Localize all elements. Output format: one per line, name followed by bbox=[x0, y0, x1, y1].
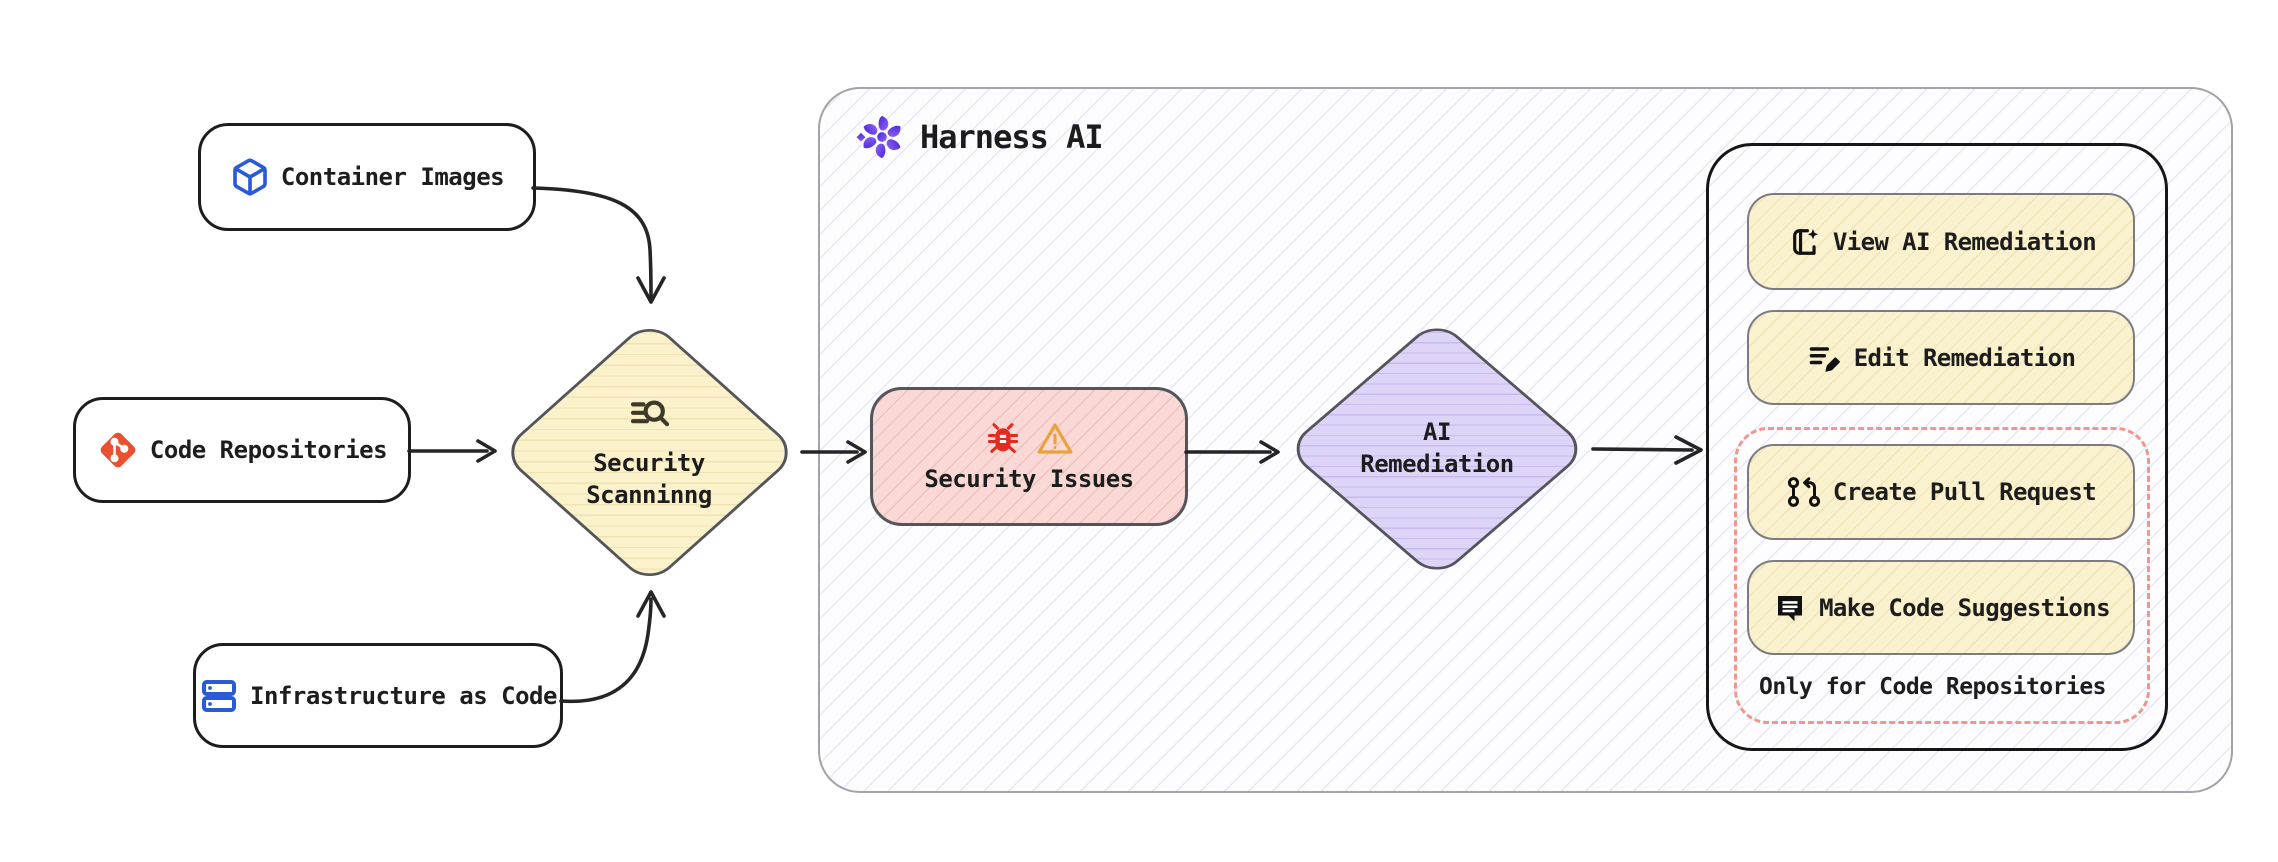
harness-ai-title: Harness AI bbox=[920, 118, 1104, 156]
warning-icon bbox=[1036, 420, 1074, 458]
node-code-repositories: Code Repositories bbox=[73, 397, 411, 503]
node-label: Security Issues bbox=[924, 465, 1134, 493]
remediation-actions-panel: View AI Remediation Edit Remediation bbox=[1706, 143, 2168, 751]
label-line: Scanninng bbox=[586, 481, 712, 509]
git-icon bbox=[97, 429, 139, 471]
view-ai-remediation-button: View AI Remediation bbox=[1747, 193, 2135, 290]
create-pull-request-button: Create Pull Request bbox=[1747, 444, 2135, 540]
harness-ai-icon bbox=[856, 111, 908, 163]
node-ai-remediation: AI Remediation bbox=[1284, 317, 1590, 580]
action-label: View AI Remediation bbox=[1832, 227, 2097, 256]
make-code-suggestions-button: Make Code Suggestions bbox=[1747, 560, 2135, 655]
pull-request-icon bbox=[1786, 474, 1822, 510]
ai-remediation-content: AI Remediation bbox=[1284, 317, 1590, 580]
arrowhead-right bbox=[476, 439, 497, 463]
cube-icon bbox=[230, 157, 270, 197]
node-security-issues: Security Issues bbox=[870, 387, 1188, 526]
bug-icon bbox=[984, 420, 1022, 458]
edit-remediation-button: Edit Remediation bbox=[1747, 310, 2135, 405]
node-infrastructure-as-code: Infrastructure as Code bbox=[193, 643, 563, 748]
node-label: Code Repositories bbox=[149, 436, 388, 464]
code-repo-only-group bbox=[1734, 427, 2150, 724]
edge-iac-to-scanning bbox=[559, 597, 653, 704]
harness-ai-label: Harness AI bbox=[856, 111, 1104, 163]
search-list-icon bbox=[625, 392, 673, 440]
edit-list-icon bbox=[1807, 340, 1843, 376]
security-issues-icons bbox=[984, 420, 1074, 458]
code-suggestion-icon bbox=[1772, 590, 1808, 626]
node-label: Container Images bbox=[280, 163, 505, 191]
arrowhead-down bbox=[636, 276, 666, 304]
node-security-scanning: Security Scanninng bbox=[498, 317, 800, 587]
label-line: AI bbox=[1423, 417, 1451, 446]
action-label: Make Code Suggestions bbox=[1819, 593, 2110, 622]
edge-container-images-to-scanning bbox=[531, 186, 653, 301]
arrowhead-up bbox=[636, 590, 666, 618]
code-repo-only-note: Only for Code Repositories bbox=[1759, 674, 2107, 700]
server-icon bbox=[199, 676, 239, 716]
node-container-images: Container Images bbox=[198, 123, 536, 231]
label-line: Remediation bbox=[1360, 449, 1514, 478]
action-label: Edit Remediation bbox=[1853, 343, 2076, 372]
security-scanning-content: Security Scanninng bbox=[498, 317, 800, 587]
node-label: Infrastructure as Code bbox=[250, 681, 557, 710]
action-label: Create Pull Request bbox=[1832, 478, 2097, 506]
book-sparkle-icon bbox=[1786, 224, 1822, 260]
label-line: Security bbox=[593, 449, 705, 478]
